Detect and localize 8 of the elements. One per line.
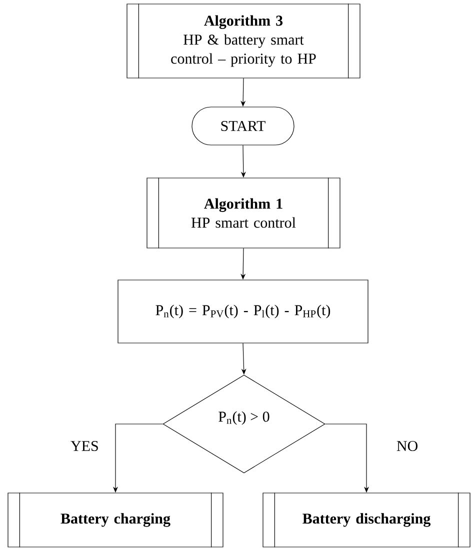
subroutine-box: Algorithm 1 HP smart control [146, 177, 340, 249]
edge-label: NO [396, 440, 418, 452]
subroutine-box: Battery charging [8, 492, 224, 548]
process-box: P$_{n}$(t) = P$_{PV}$(t) - P$_{l}$(t) - P$_{HP}$(t) [118, 280, 368, 344]
edge-label: YES [70, 440, 98, 452]
subroutine-box: Algorithm 3 HP & battery smart control – priority to HP [126, 3, 360, 79]
start-terminal: START [192, 106, 294, 146]
subroutine-box: Battery discharging [262, 492, 470, 548]
